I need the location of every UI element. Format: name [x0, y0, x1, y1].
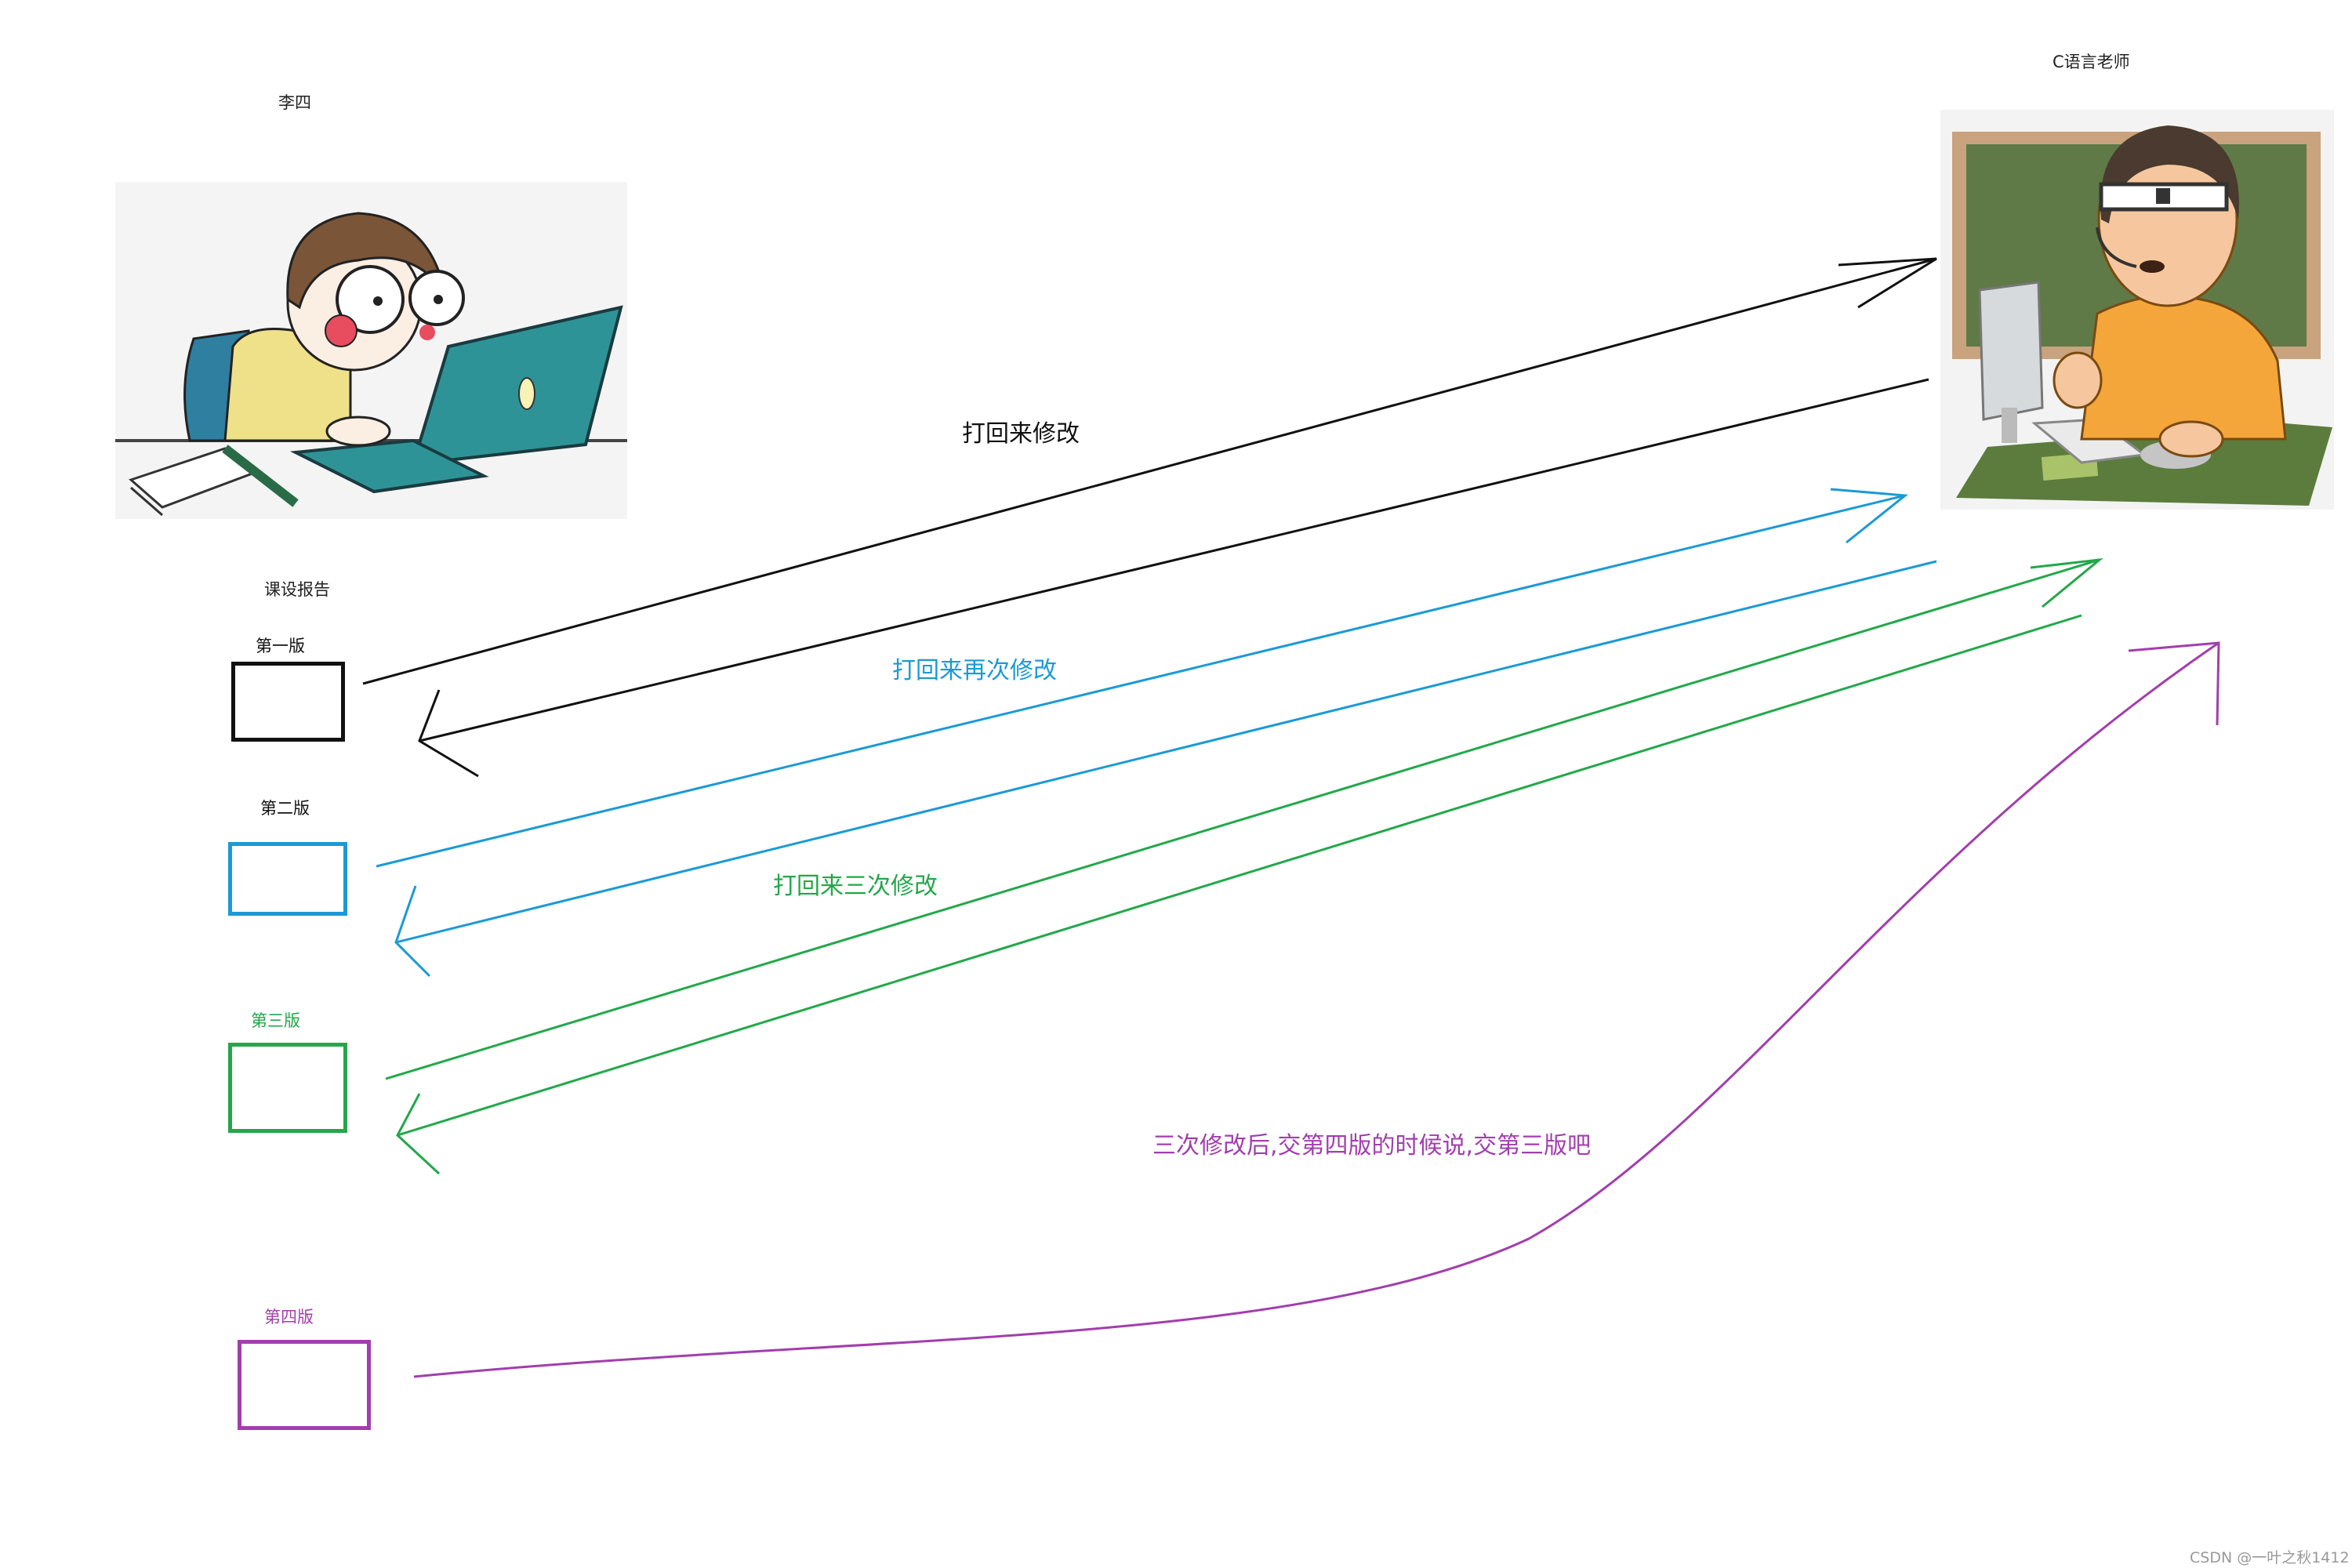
version-box-4: [238, 1340, 371, 1430]
version-label-2: 第二版: [260, 799, 310, 818]
student-illustration: [115, 182, 627, 519]
version-label-3: 第三版: [251, 1011, 300, 1030]
return-arrow-v3: [396, 614, 2082, 1175]
submit-arrow-v3: [385, 557, 2103, 1080]
version-box-1: [231, 662, 345, 742]
submit-arrow-v1: [362, 257, 1937, 685]
return-arrow-v1: [418, 378, 1929, 778]
teacher-name: C语言老师: [2053, 53, 2130, 71]
return-label-1: 打回来修改: [962, 420, 1080, 448]
return-label-2: 打回来再次修改: [892, 657, 1057, 684]
report-title: 课设报告: [264, 580, 330, 599]
version-box-3: [228, 1043, 347, 1133]
version-label-4: 第四版: [264, 1308, 314, 1327]
teacher-illustration: [1940, 110, 2334, 510]
submit-arrow-v4: [413, 641, 2220, 1378]
version-label-1: 第一版: [256, 637, 305, 655]
final-note: 三次修改后,交第四版的时候说,交第三版吧: [1152, 1132, 1592, 1160]
return-label-3: 打回来三次修改: [773, 873, 938, 900]
watermark: CSDN @一叶之秋1412: [2190, 1549, 2350, 1566]
version-box-2: [228, 842, 347, 916]
return-arrow-v2: [394, 560, 1937, 978]
submit-arrow-v2: [376, 488, 1908, 868]
student-name: 李四: [278, 93, 311, 112]
